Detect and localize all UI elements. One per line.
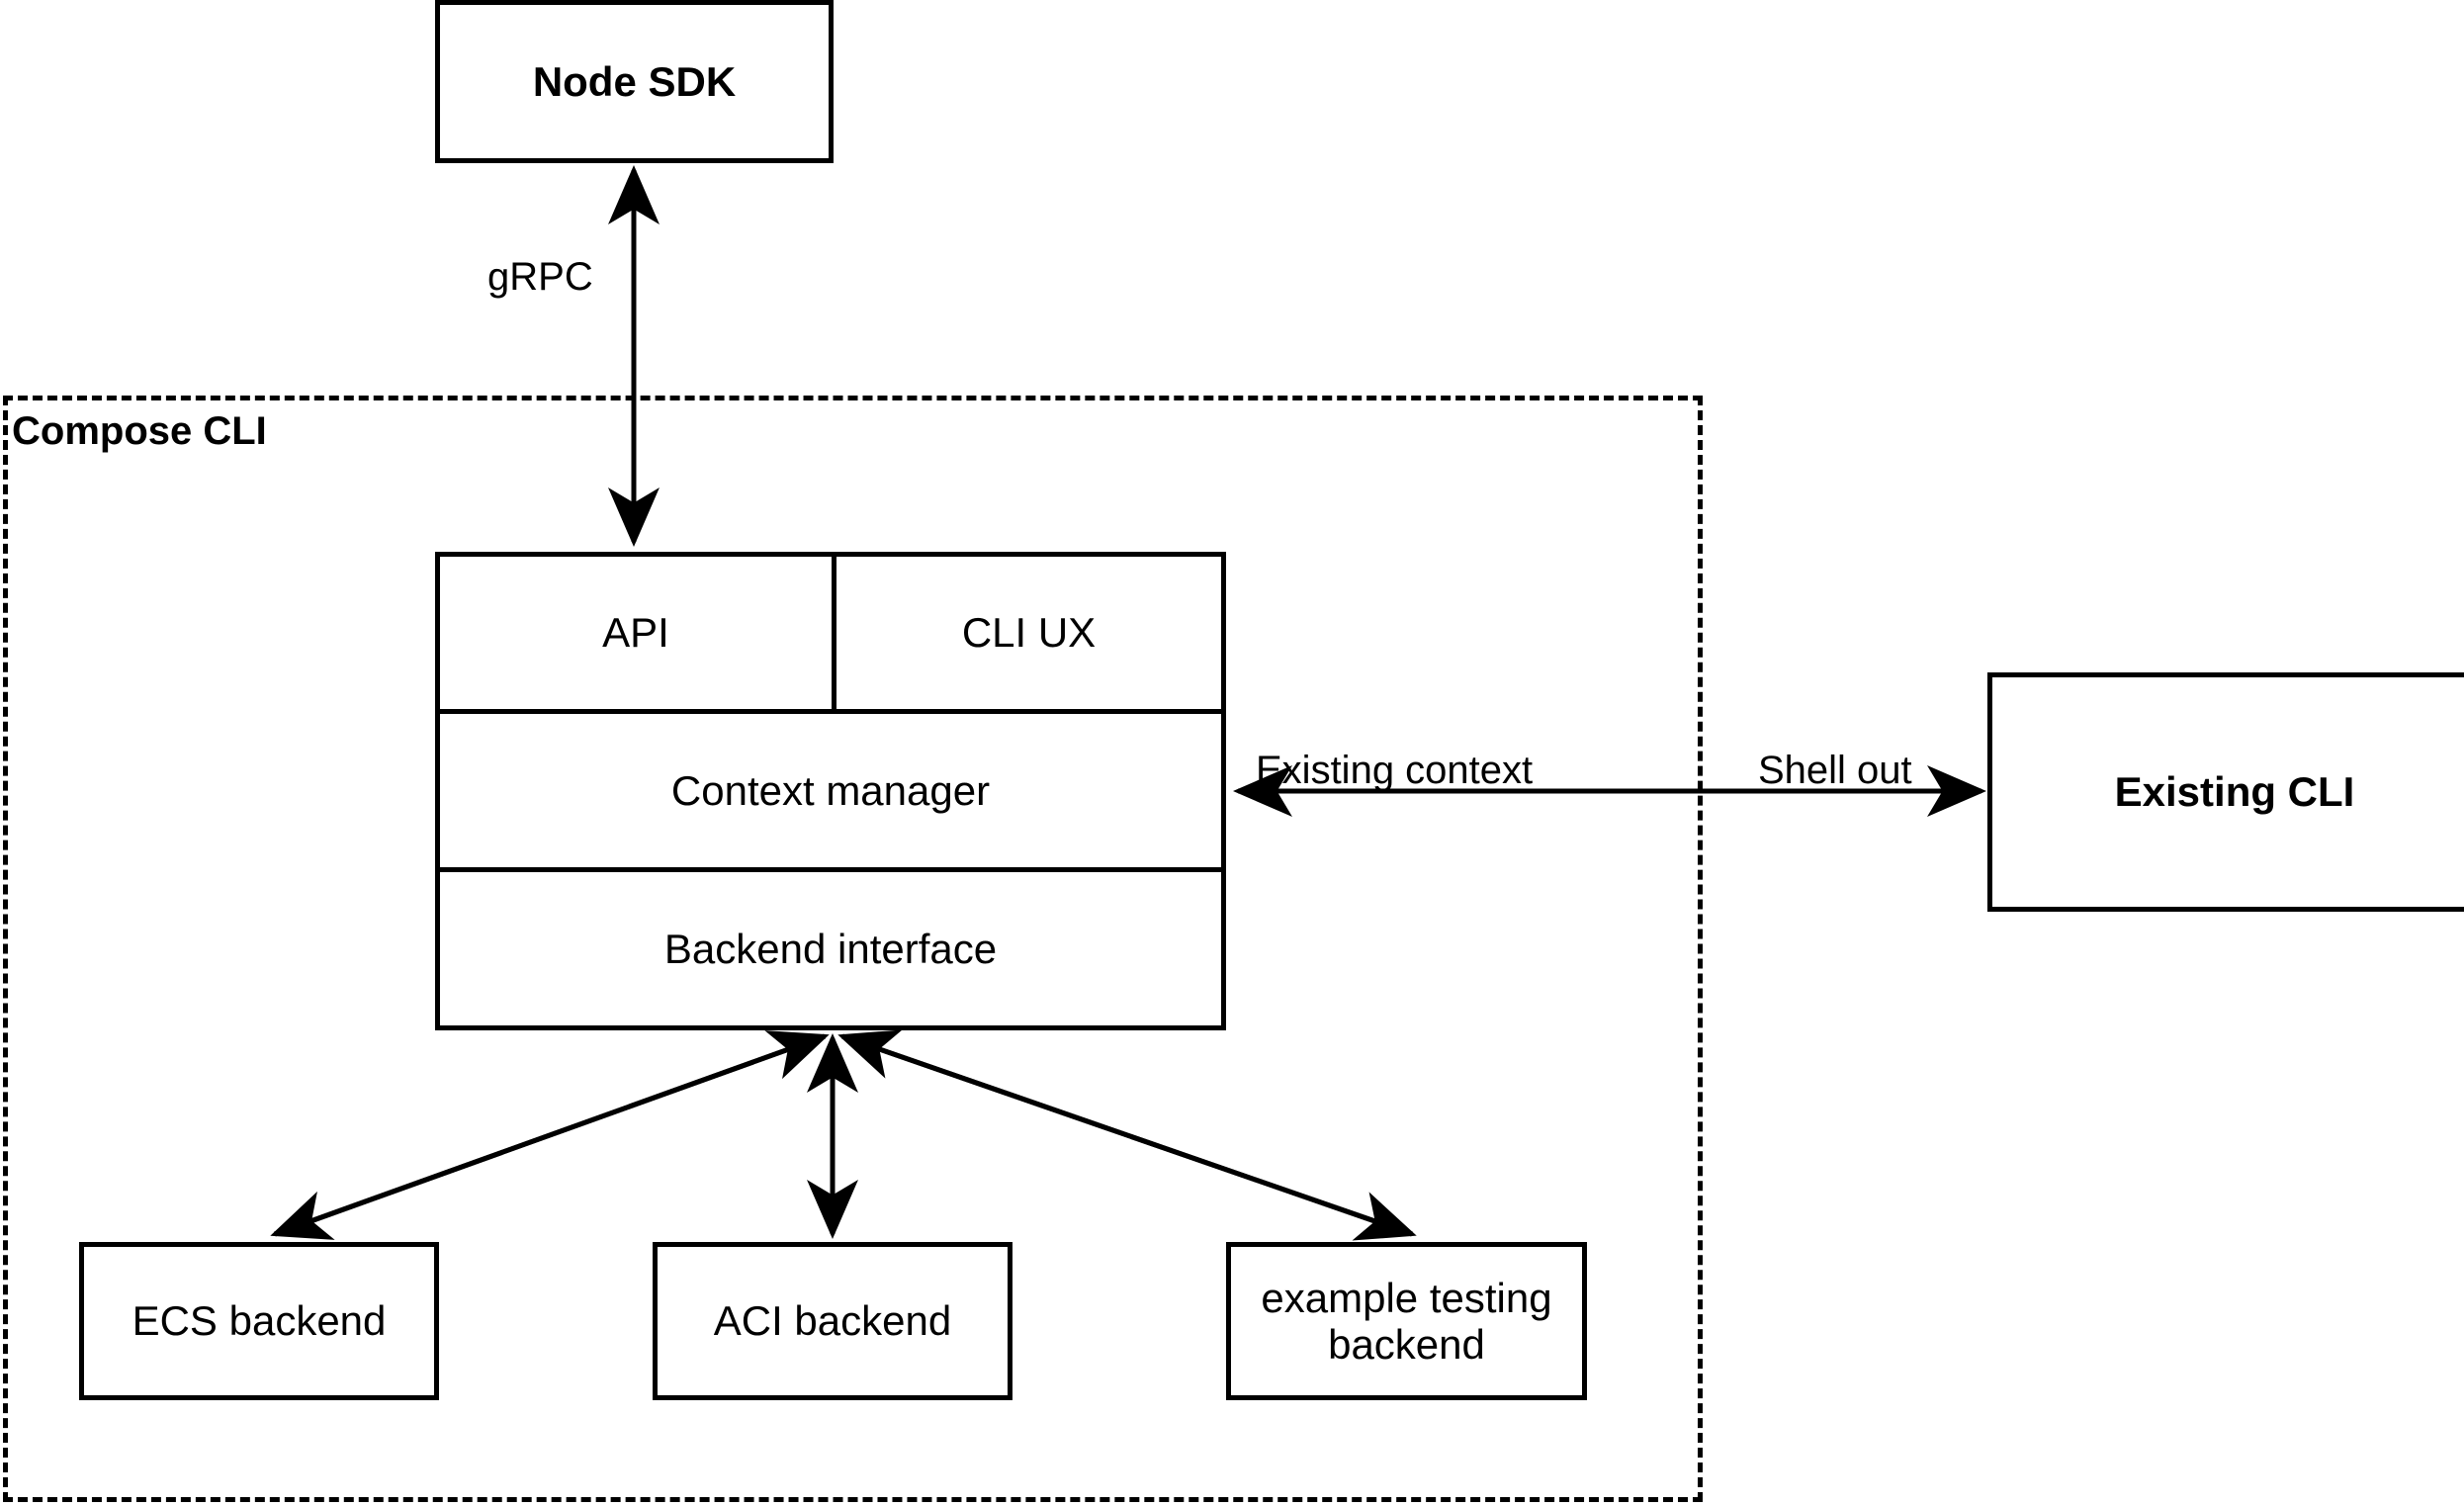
node-ecs-backend[interactable]: ECS backend <box>79 1242 439 1400</box>
node-existing-cli-label: Existing CLI <box>2114 768 2355 816</box>
edge-backend-interface-to-ecs <box>270 1030 830 1240</box>
edge-label-existing-context: Existing context <box>1256 749 1534 792</box>
stack-row-cli-ux[interactable]: CLI UX <box>832 552 1226 714</box>
edge-label-shell-out: Shell out <box>1758 749 1912 792</box>
stack-row-context-manager-label: Context manager <box>670 766 991 814</box>
stack-row-cli-ux-label: CLI UX <box>961 609 1097 657</box>
edge-backend-interface-to-example-testing <box>837 1029 1417 1241</box>
stack-row-api-label: API <box>602 609 669 657</box>
stack-row-backend-interface[interactable]: Backend interface <box>435 867 1226 1030</box>
node-aci-backend-label: ACI backend <box>713 1297 952 1345</box>
stack-row-api[interactable]: API <box>435 552 836 714</box>
node-existing-cli[interactable]: Existing CLI <box>1987 672 2464 912</box>
node-example-testing-backend[interactable]: example testing backend <box>1226 1242 1587 1400</box>
node-example-testing-backend-line2: backend <box>1328 1321 1485 1368</box>
node-ecs-backend-label: ECS backend <box>132 1297 387 1345</box>
node-node-sdk-label: Node SDK <box>532 57 737 105</box>
compose-cli-boundary-label: Compose CLI <box>12 409 267 453</box>
stack-row-context-manager[interactable]: Context manager <box>435 709 1226 872</box>
edge-label-grpc: gRPC <box>487 255 593 299</box>
stack-row-backend-interface-label: Backend interface <box>663 925 998 972</box>
compose-cli-boundary <box>3 396 1703 1502</box>
node-aci-backend[interactable]: ACI backend <box>653 1242 1012 1400</box>
node-example-testing-backend-label: example testing backend <box>1261 1275 1551 1368</box>
node-node-sdk[interactable]: Node SDK <box>435 0 834 163</box>
node-example-testing-backend-line1: example testing <box>1261 1274 1552 1321</box>
compose-cli-stack: API CLI UX Context manager Backend inter… <box>435 552 1226 1030</box>
